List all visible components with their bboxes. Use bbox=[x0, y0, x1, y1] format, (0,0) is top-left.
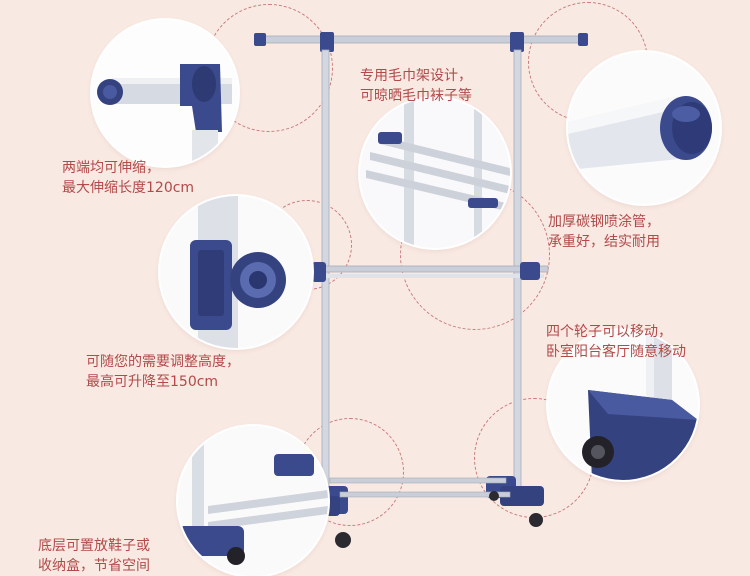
caption-steel-tube-line1: 加厚碳钢喷涂管， bbox=[548, 214, 660, 230]
caption-extendable-line1: 两端均可伸缩， bbox=[62, 160, 160, 176]
detail-circle-towel-rack bbox=[360, 98, 510, 248]
caption-wheels: 四个轮子可以移动， 卧室阳台客厅随意移动 bbox=[546, 322, 686, 362]
caption-wheels-line1: 四个轮子可以移动， bbox=[546, 324, 672, 340]
detail-circle-shoe-shelf bbox=[178, 426, 328, 576]
detail-circle-extendable-end bbox=[92, 20, 238, 166]
caption-height-line2: 最高可升降至150cm bbox=[86, 374, 219, 390]
caption-steel-tube: 加厚碳钢喷涂管， 承重好，结实耐用 bbox=[548, 212, 660, 252]
caption-towel-rack-line2: 可晾晒毛巾袜子等 bbox=[360, 88, 472, 104]
detail-circle-end-cap bbox=[568, 52, 720, 204]
caption-shoes-line1: 底层可置放鞋子或 bbox=[38, 538, 150, 554]
caption-extendable: 两端均可伸缩， 最大伸缩长度120cm bbox=[62, 158, 194, 198]
caption-towel-rack-line1: 专用毛巾架设计， bbox=[360, 68, 472, 84]
caption-wheels-line2: 卧室阳台客厅随意移动 bbox=[546, 344, 686, 360]
caption-extendable-line2: 最大伸缩长度120cm bbox=[62, 180, 195, 196]
caption-height: 可随您的需要调整高度， 最高可升降至150cm bbox=[86, 352, 240, 392]
caption-steel-tube-line2: 承重好，结实耐用 bbox=[548, 234, 660, 250]
detail-circle-height-knob bbox=[160, 196, 312, 348]
caption-shoes-line2: 收纳盒，节省空间 bbox=[38, 558, 150, 574]
caption-shoes: 底层可置放鞋子或 收纳盒，节省空间 bbox=[38, 536, 150, 576]
caption-height-line1: 可随您的需要调整高度， bbox=[86, 354, 240, 370]
caption-towel-rack: 专用毛巾架设计， 可晾晒毛巾袜子等 bbox=[360, 66, 472, 106]
detail-circle-wheel bbox=[548, 330, 698, 480]
